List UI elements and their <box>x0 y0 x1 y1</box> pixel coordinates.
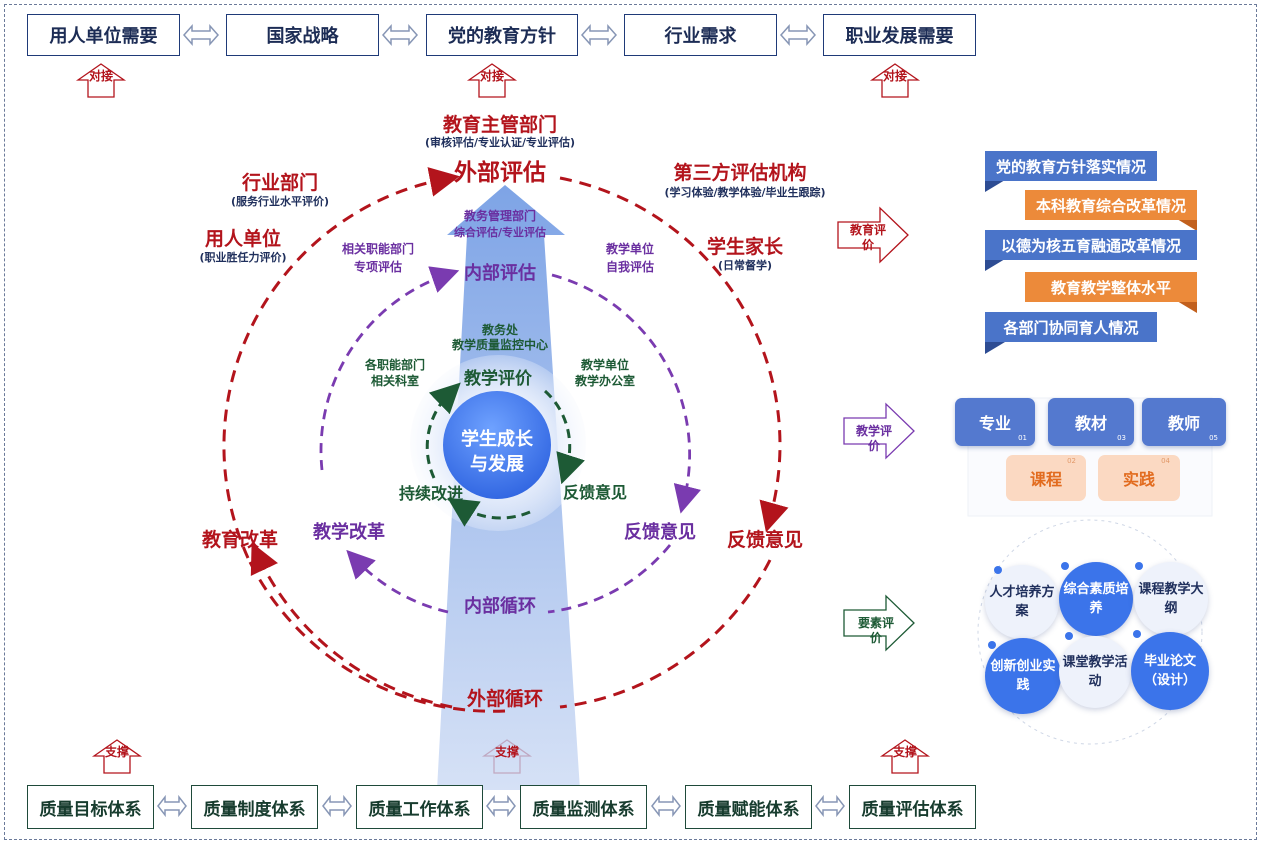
inner-title: 内部评估 <box>464 263 536 284</box>
bubble-dot-1 <box>994 566 1002 574</box>
core-title: 教学评价 <box>464 369 532 389</box>
outer-title: 外部评估 <box>454 160 546 186</box>
dock-label-1: 对接 <box>88 69 113 83</box>
outer-right-side: 反馈意见 <box>726 529 803 551</box>
teach-eval-label: 教学评价 <box>855 424 892 453</box>
top-box-3: 党的教育方针 <box>426 14 578 56</box>
core-top-dept: 教务处 <box>481 323 518 337</box>
support-label-2: 支撑 <box>494 745 519 759</box>
top-box-5: 职业发展需要 <box>823 14 976 56</box>
bottom-box-5: 质量赋能体系 <box>685 785 812 829</box>
element-eval-label: 要素评价 <box>857 616 894 645</box>
outer-left2-sub: (职业胜任力评价) <box>199 251 287 264</box>
bottom-box-3: 质量工作体系 <box>356 785 483 829</box>
teach-card-3: 教材 03 <box>1048 398 1134 446</box>
teach-card-3-label: 教材 <box>1074 414 1107 433</box>
edu-item-4: 教育教学整体水平 <box>1025 272 1197 302</box>
inner-top-dept-sub: 综合评估/专业评估 <box>453 226 547 239</box>
teach-card-5-num: 05 <box>1209 434 1218 442</box>
core-left-dept: 各职能部门 <box>364 358 425 372</box>
edu-item-3: 以德为核五育融通改革情况 <box>985 230 1197 260</box>
teach-card-4: 实践 04 <box>1098 455 1180 501</box>
outer-right2-sub: (日常督学) <box>717 259 773 272</box>
core-left-dept-sub: 相关科室 <box>370 374 419 388</box>
dock-label-3: 对接 <box>882 69 907 83</box>
bottom-box-4: 质量监测体系 <box>520 785 647 829</box>
teach-card-1-num: 01 <box>1018 434 1027 442</box>
edu-eval-label: 教育评价 <box>849 223 886 252</box>
teach-card-1: 专业 01 <box>955 398 1035 446</box>
dock-label-2: 对接 <box>479 69 504 83</box>
bubble-dot-5 <box>1065 632 1073 640</box>
core-right-side: 反馈意见 <box>562 483 627 502</box>
bubble-5: 课堂教学活动 <box>1059 636 1131 708</box>
bottom-box-1: 质量目标体系 <box>27 785 154 829</box>
core-right-dept-sub: 教学办公室 <box>574 374 635 388</box>
edu-item-2: 本科教育综合改革情况 <box>1025 190 1197 220</box>
support-label-1: 支撑 <box>104 745 129 759</box>
teach-card-1-label: 专业 <box>978 414 1011 433</box>
bubble-3: 课程教学大纲 <box>1134 562 1208 636</box>
outer-right2: 学生家长 <box>706 236 783 258</box>
teach-card-4-num: 04 <box>1161 457 1170 465</box>
core-center-line1: 学生成长 <box>461 429 533 450</box>
teach-card-4-label: 实践 <box>1122 470 1155 489</box>
inner-right-dept: 教学单位 <box>605 242 654 256</box>
inner-top-dept: 教务管理部门 <box>463 209 536 223</box>
bubble-4: 创新创业实践 <box>985 638 1061 714</box>
top-box-2: 国家战略 <box>226 14 379 56</box>
teach-card-2: 课程 02 <box>1006 455 1086 501</box>
outer-left1-sub: (服务行业水平评价) <box>230 195 330 208</box>
bottom-box-6: 质量评估体系 <box>849 785 976 829</box>
edu-item-5: 各部门协同育人情况 <box>985 312 1157 342</box>
outer-right1-sub: (学习体验/教学体验/毕业生跟踪) <box>664 186 826 199</box>
outer-center-dept-sub: (审核评估/专业认证/专业评估) <box>424 136 576 149</box>
inner-left-side: 教学改革 <box>313 522 385 543</box>
outer-center-dept: 教育主管部门 <box>442 114 557 136</box>
bubble-dot-4 <box>988 641 996 649</box>
support-label-3: 支撑 <box>892 745 917 759</box>
inner-right-dept-sub: 自我评估 <box>605 260 654 274</box>
inner-left-dept-sub: 专项评估 <box>353 260 402 274</box>
inner-cycle: 内部循环 <box>464 596 536 617</box>
bubble-2: 综合素质培养 <box>1059 562 1133 636</box>
teach-card-2-num: 02 <box>1067 457 1076 465</box>
inner-left-dept: 相关职能部门 <box>341 242 414 256</box>
bubble-dot-2 <box>1061 562 1069 570</box>
edu-item-1: 党的教育方针落实情况 <box>985 151 1157 181</box>
outer-left2: 用人单位 <box>204 228 281 250</box>
teach-card-2-label: 课程 <box>1029 470 1062 489</box>
teach-card-5-label: 教师 <box>1167 414 1200 433</box>
core-right-dept: 教学单位 <box>580 358 629 372</box>
bottom-box-2: 质量制度体系 <box>191 785 318 829</box>
core-center-line2: 与发展 <box>470 454 524 475</box>
core-top-dept-sub: 教学质量监控中心 <box>451 338 548 352</box>
bubble-dot-3 <box>1135 562 1143 570</box>
core-left-side: 持续改进 <box>398 484 463 503</box>
teach-card-5: 教师 05 <box>1142 398 1226 446</box>
teach-card-3-num: 03 <box>1117 434 1126 442</box>
bubble-1: 人才培养方案 <box>985 565 1059 639</box>
outer-frame <box>4 4 1257 840</box>
bubble-dot-6 <box>1133 630 1141 638</box>
outer-cycle: 外部循环 <box>466 688 543 710</box>
outer-left-side: 教育改革 <box>201 529 278 551</box>
top-box-4: 行业需求 <box>624 14 777 56</box>
top-box-1: 用人单位需要 <box>27 14 180 56</box>
outer-left1: 行业部门 <box>241 172 318 194</box>
inner-right-side: 反馈意见 <box>624 522 696 543</box>
outer-right1: 第三方评估机构 <box>673 162 807 184</box>
bubble-6: 毕业论文（设计） <box>1131 632 1209 710</box>
